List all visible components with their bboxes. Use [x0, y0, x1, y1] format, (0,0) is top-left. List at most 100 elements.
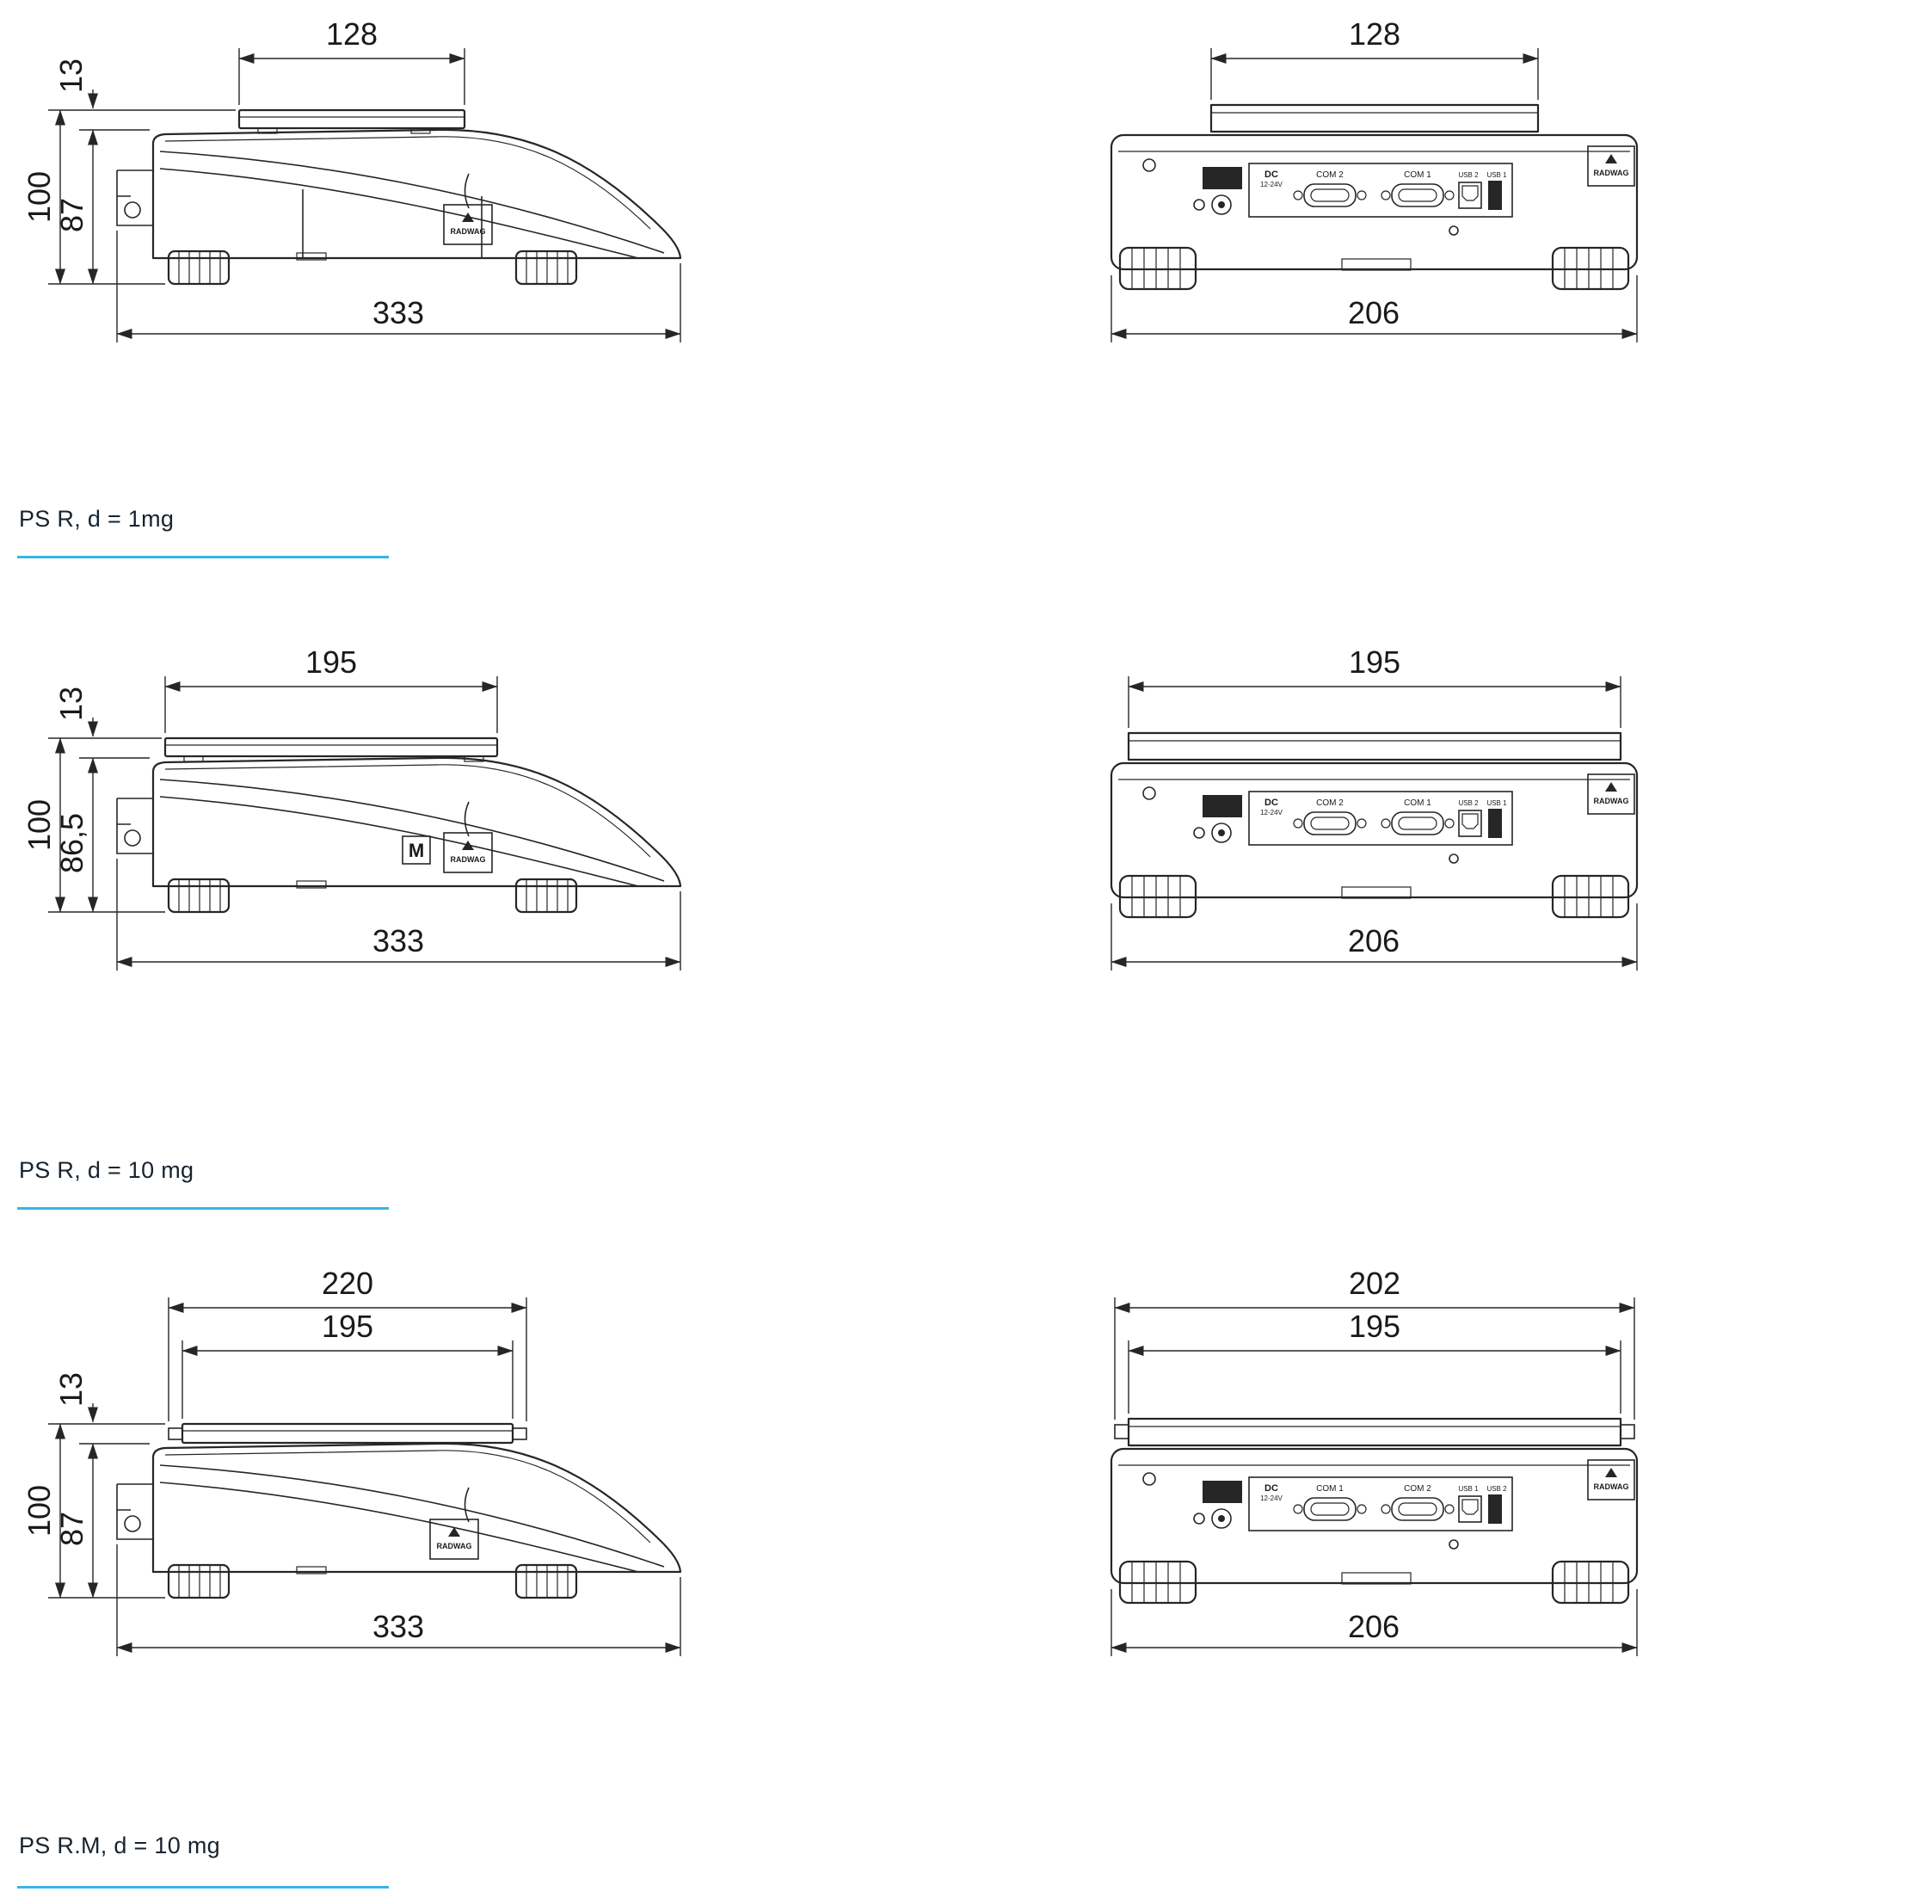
usb-a-port[interactable]	[1488, 1494, 1502, 1524]
com-port[interactable]	[1391, 811, 1444, 835]
usb-port-label: USB 1	[1458, 1485, 1479, 1493]
dim-pan-height: 13	[53, 1372, 89, 1407]
screw	[1142, 158, 1156, 172]
pan-frame-ear	[1620, 1424, 1635, 1439]
usb-a-port[interactable]	[1488, 181, 1502, 210]
dim-body-height: 86,5	[54, 813, 89, 873]
adjustable-foot	[167, 878, 231, 914]
dc-sub-label: 12-24V	[1260, 809, 1283, 816]
m-mark-text: M	[409, 840, 424, 861]
rear-view-balance-3: DC 12-24V COM 1 COM 2 USB 1 USB 2 RADWAG	[1110, 1417, 1639, 1605]
adjustable-foot	[167, 250, 231, 286]
brand-text: RADWAG	[1594, 169, 1629, 177]
dc-sub-label: 12-24V	[1260, 181, 1283, 188]
side-dimensions-1: 128 100 87 13 333	[22, 16, 681, 342]
rear-dimensions-2: 195 206	[1111, 644, 1638, 970]
weighing-pan	[1127, 1417, 1622, 1447]
com-port[interactable]	[1303, 811, 1357, 835]
dim-pan-width: 195	[1349, 1309, 1400, 1344]
rear-view-balance-1: DC 12-24V COM 2 COM 1 USB 2 USB 1 RADWAG	[1110, 103, 1639, 291]
usb-a-port[interactable]	[1488, 809, 1502, 838]
usb-b-port[interactable]	[1458, 810, 1482, 837]
power-socket	[1211, 1508, 1232, 1529]
rear-bracket	[116, 169, 153, 226]
radwag-plate: RADWAG	[429, 1519, 479, 1560]
balance-body	[151, 128, 682, 260]
com-port-label: COM 2	[1404, 1484, 1431, 1494]
adjustable-foot	[1551, 874, 1630, 919]
brand-text: RADWAG	[437, 1542, 472, 1550]
balance-body	[1110, 133, 1639, 271]
side-dimensions-3: 220 195 100 87 13 333	[22, 1266, 681, 1656]
pan-frame-ear	[168, 1427, 183, 1440]
weighing-pan	[237, 108, 466, 130]
com-port[interactable]	[1391, 1497, 1444, 1521]
dim-pan-height: 13	[53, 687, 89, 721]
radwag-plate: RADWAG	[443, 832, 493, 873]
rear-view-balance-2: DC 12-24V COM 2 COM 1 USB 2 USB 1 RADWAG	[1110, 731, 1639, 919]
com-port-label: COM 1	[1316, 1484, 1344, 1494]
dim-total-height: 100	[22, 799, 57, 851]
dim-outer-width: 202	[1349, 1266, 1400, 1301]
rear-bracket	[116, 1483, 153, 1540]
com-port-label: COM 1	[1404, 170, 1431, 180]
dim-pan-width: 128	[326, 16, 378, 52]
com-port-label: COM 2	[1316, 798, 1344, 808]
adjustable-foot	[167, 1563, 231, 1599]
dim-pan-width: 195	[305, 644, 357, 680]
dim-length: 333	[372, 295, 424, 330]
dim-body-width: 206	[1348, 923, 1400, 958]
side-view-balance-3: RADWAG	[116, 1422, 682, 1599]
dim-body-width: 206	[1348, 1609, 1400, 1644]
adjustable-foot	[1118, 246, 1197, 291]
connector-panel: DC 12-24V COM 1 COM 2 USB 1 USB 2	[1248, 1476, 1513, 1531]
adjustable-foot	[514, 1563, 578, 1599]
adjustable-foot	[1551, 1560, 1630, 1605]
screw	[1142, 1472, 1156, 1486]
dim-length: 333	[372, 923, 424, 958]
brand-text: RADWAG	[1594, 1482, 1629, 1491]
screw	[1142, 786, 1156, 800]
dc-label: DC	[1264, 169, 1278, 180]
rear-dimensions-1: 128 206	[1111, 16, 1638, 342]
brand-text: RADWAG	[1594, 797, 1629, 805]
figure-3-drawing: RADWAG 220 195 100 87 13 333	[22, 1266, 1639, 1656]
figure-3-underline	[17, 1886, 389, 1889]
figure-1-caption: PS R, d = 1mg	[19, 506, 175, 532]
usb-b-port[interactable]	[1458, 1495, 1482, 1523]
radwag-plate: RADWAG	[1587, 1459, 1635, 1500]
weighing-pan	[1127, 731, 1622, 761]
side-view-balance-2: M RADWAG	[116, 736, 682, 914]
brand-text: RADWAG	[451, 855, 486, 864]
usb-b-port[interactable]	[1458, 182, 1482, 209]
power-switch	[1203, 1481, 1242, 1503]
dim-pan-width: 195	[1349, 644, 1400, 680]
power-socket	[1211, 823, 1232, 843]
screw	[1449, 225, 1459, 236]
dim-body-height: 87	[54, 198, 89, 232]
usb-port-label: USB 1	[1486, 171, 1507, 179]
balance-body	[151, 756, 682, 888]
weighing-pan	[163, 736, 499, 758]
dc-label: DC	[1264, 1483, 1278, 1494]
side-dimensions-2: 195 100 86,5 13 333	[22, 644, 681, 970]
dc-label: DC	[1264, 798, 1278, 808]
screw	[1449, 1539, 1459, 1550]
dim-total-height: 100	[22, 171, 57, 223]
balance-body	[151, 1442, 682, 1574]
com-port[interactable]	[1391, 183, 1444, 207]
radwag-plate: RADWAG	[1587, 773, 1635, 815]
power-switch	[1203, 795, 1242, 817]
usb-port-label: USB 1	[1486, 799, 1507, 807]
com-port[interactable]	[1303, 183, 1357, 207]
com-port[interactable]	[1303, 1497, 1357, 1521]
usb-port-label: USB 2	[1458, 799, 1479, 807]
figure-1-drawing: RADWAG 128 100 87 13 333	[22, 16, 1639, 342]
weighing-pan	[1209, 103, 1540, 133]
power-socket	[1211, 194, 1232, 215]
side-view-balance-1: RADWAG	[116, 108, 682, 286]
power-switch	[1203, 167, 1242, 189]
rear-dimensions-3: 202 195 206	[1111, 1266, 1638, 1656]
balance-body	[1110, 761, 1639, 899]
